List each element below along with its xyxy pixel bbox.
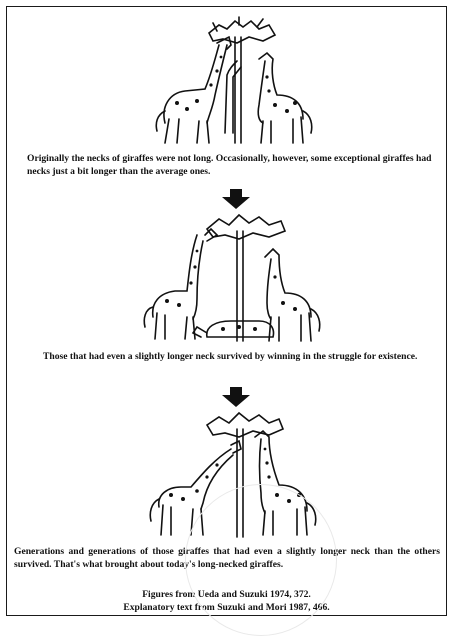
- credit-figures: Figures from Ueda and Suzuki 1974, 372.: [7, 589, 446, 602]
- credit-text: Explanatory text from Suzuki and Mori 19…: [7, 602, 446, 615]
- caption-panel-1: Originally the necks of giraffes were no…: [27, 153, 435, 178]
- caption-panel-3: Generations and generations of those gir…: [14, 546, 440, 571]
- down-arrow-icon: [221, 387, 251, 407]
- caption-panel-2: Those that had even a slightly longer ne…: [43, 351, 423, 364]
- illustration-original-giraffes: [147, 15, 317, 147]
- illustration-long-necked-giraffes: [145, 407, 321, 541]
- illustration-struggle-for-existence: [135, 209, 327, 345]
- down-arrow-icon: [221, 189, 251, 209]
- figure-credits: Figures from Ueda and Suzuki 1974, 372. …: [7, 589, 446, 614]
- figure-frame: Originally the necks of giraffes were no…: [6, 6, 447, 616]
